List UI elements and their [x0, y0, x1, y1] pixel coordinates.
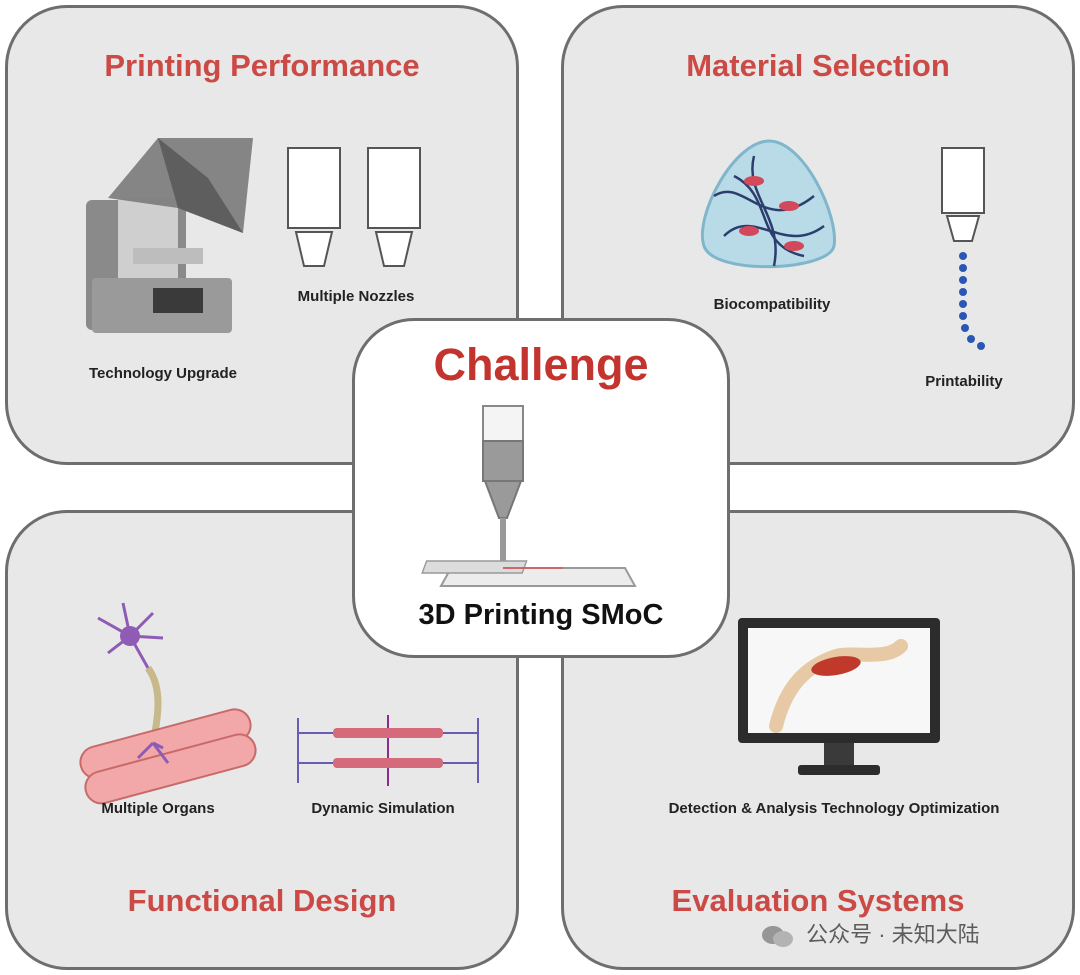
bioprinter-nozzle-illustration: [423, 406, 663, 591]
center-subtitle: 3D Printing SMoC: [355, 599, 727, 632]
label-technology-upgrade: Technology Upgrade: [89, 365, 237, 382]
label-dynamic-simulation: Dynamic Simulation: [311, 800, 454, 817]
watermark: 公众号 · 未知大陆: [760, 917, 980, 949]
label-detection-analysis: Detection & Analysis Technology Optimiza…: [669, 800, 1000, 817]
center-title: Challenge: [355, 339, 727, 391]
label-multiple-organs: Multiple Organs: [101, 800, 214, 817]
panel-title-functional-design: Functional Design: [8, 883, 516, 919]
panel-title-evaluation-systems: Evaluation Systems: [564, 883, 1072, 919]
sarcomere-illustration: [288, 713, 488, 788]
3d-printer-illustration: [78, 138, 258, 338]
nozzle-icon: [286, 146, 342, 271]
panel-title-material-selection: Material Selection: [564, 48, 1072, 84]
label-printability: Printability: [925, 373, 1003, 390]
label-multiple-nozzles: Multiple Nozzles: [298, 288, 415, 305]
label-biocompatibility: Biocompatibility: [714, 296, 831, 313]
neuron-muscle-illustration: [68, 598, 268, 798]
hydrogel-network-illustration: [694, 136, 844, 276]
wechat-icon: [760, 925, 794, 947]
printhead-icon: [939, 146, 989, 361]
center-panel: Challenge 3D Printing SMoC: [352, 318, 730, 658]
monitor-illustration: [736, 616, 942, 781]
watermark-text: 公众号 · 未知大陆: [806, 922, 980, 947]
nozzle-icon: [366, 146, 422, 271]
panel-title-printing-performance: Printing Performance: [8, 48, 516, 84]
